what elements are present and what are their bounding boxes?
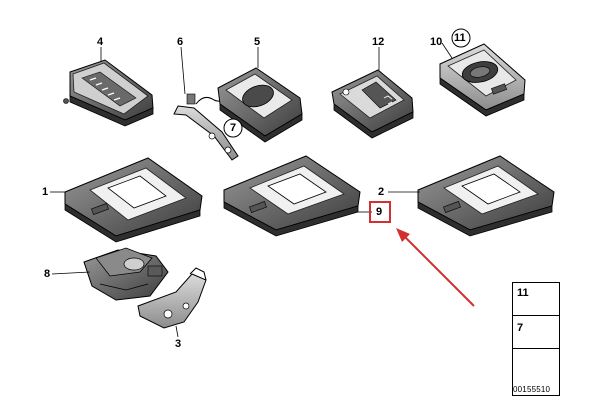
- part-1-console-trim: [64, 157, 203, 243]
- fastener-legend: 11 7: [512, 282, 560, 396]
- callout-6: 6: [177, 36, 184, 48]
- callout-1: 1: [42, 186, 49, 198]
- callout-2: 2: [378, 186, 385, 198]
- callout-7: 7: [230, 122, 237, 134]
- callout-5: 5: [254, 36, 261, 48]
- highlight-arrow: [396, 228, 475, 307]
- callout-4: 4: [97, 36, 104, 48]
- callout-10: 10: [430, 36, 443, 48]
- part-4-shift-indicator-cover: [63, 59, 154, 127]
- leader-3: [175, 325, 179, 338]
- callout-9: 9: [376, 206, 383, 218]
- part-6-bracket-cable: [173, 91, 239, 161]
- leader-6: [180, 46, 186, 95]
- callout-11-circle: [451, 28, 471, 48]
- part-9-console-trim: [223, 155, 361, 237]
- part-3-mounting-bracket: [137, 267, 207, 329]
- part-10-shift-surround: [439, 43, 526, 117]
- callout-11: 11: [454, 32, 466, 44]
- callout-3: 3: [175, 338, 182, 350]
- leader-10: [441, 42, 453, 59]
- legend-row-11: 11: [513, 283, 559, 316]
- callout-7-circle: [223, 118, 243, 138]
- legend-label-7: 7: [517, 322, 524, 334]
- leader-8: [51, 271, 91, 275]
- callout-8: 8: [44, 268, 51, 280]
- legend-label-11: 11: [517, 287, 529, 299]
- diagram-number: 00155510: [513, 385, 551, 394]
- part-5-trim-cover: [217, 67, 303, 143]
- callout-12: 12: [372, 36, 385, 48]
- part-2-console-trim: [417, 155, 555, 237]
- part-8-shift-housing: [83, 247, 169, 301]
- legend-row-7: 7: [513, 316, 559, 349]
- part-12-shift-gate-plate: [331, 69, 414, 139]
- highlight-box: [369, 201, 391, 223]
